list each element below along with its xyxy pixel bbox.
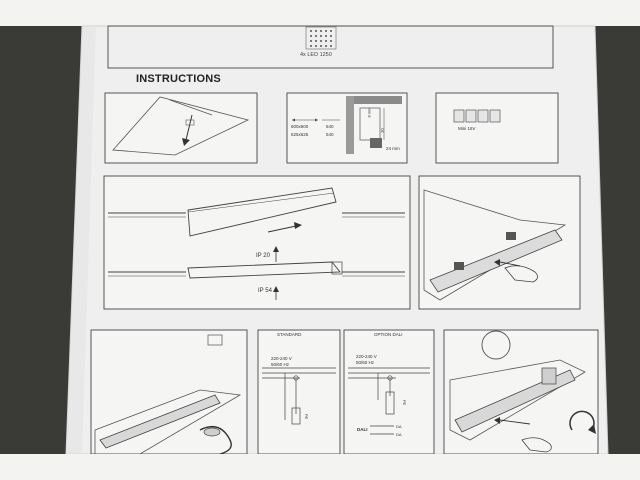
right-arrow-icon: [294, 222, 302, 229]
photo-top-edge: [0, 0, 640, 26]
flat-panel-lower: [187, 261, 341, 279]
panel-installation: [103, 175, 411, 310]
panel-badges: [435, 92, 559, 164]
hand-icon: [504, 265, 538, 283]
reference-label: 4x LED 1250: [300, 52, 332, 58]
up-arrow-icon-b: [273, 286, 279, 292]
ip-rating-upper: IP 20: [256, 253, 270, 259]
terminal-block-dali: [385, 391, 395, 415]
dimension-value-b: 540: [326, 132, 334, 137]
led-grid-icon: [310, 30, 332, 47]
wiring-standard-frequency: 50/60 Hz: [271, 362, 290, 367]
wiring-standard-earth: PE: [304, 413, 310, 420]
wiring-dali-voltage: 220-240 V: [356, 354, 377, 359]
dimension-size-b: 625x625: [291, 132, 309, 137]
profile-hatch: [346, 96, 402, 104]
wiring-dali-title: OPTION DALI: [374, 332, 403, 337]
wiring-dali-earth: PE: [402, 399, 408, 406]
wiring-dali-frequency: 50/60 Hz: [356, 360, 375, 365]
dimension-height: 8 mm: [366, 107, 372, 118]
instructions-heading: INSTRUCTIONS: [136, 73, 221, 85]
cable-icon: [199, 426, 232, 455]
badge-label: Mini 16V: [458, 126, 476, 131]
magnifier-icon: [481, 330, 511, 360]
led-grid-frame: [305, 26, 337, 50]
badge-strip-icon: [453, 109, 501, 123]
wiring-standard-title: STANDARD: [277, 332, 302, 337]
ip-rating-lower: IP 54: [258, 288, 272, 294]
left-arrow-icon: [494, 259, 500, 266]
tilted-panel-upper: [187, 187, 337, 237]
terminal-block-standard: [291, 407, 301, 425]
down-arrow-icon: [182, 138, 190, 146]
wiring-dali-terminal-b: DA: [396, 432, 402, 437]
dimension-size-a: 600x600: [291, 124, 309, 129]
ceiling-tile-sketch: [112, 96, 250, 156]
wiring-dali-terminal-a: DA: [396, 424, 402, 429]
wiring-dali-control: DALI: [357, 427, 368, 432]
dimension-value-a: 540: [326, 124, 334, 129]
reference-box: [107, 25, 554, 69]
panel-wiring-standard: [257, 329, 341, 455]
paper-shadow: [66, 26, 96, 454]
up-arrow-icon-a: [273, 246, 279, 252]
dimension-side: 24 mm: [386, 146, 400, 151]
left-arrow-icon-b: [494, 417, 500, 424]
hand-icon-b: [521, 437, 552, 453]
rotate-arrow-icon: [569, 410, 595, 431]
dimension-depth: 30: [379, 128, 385, 133]
photo-bottom-edge: [0, 454, 640, 480]
wiring-standard-voltage: 220-240 V: [271, 356, 292, 361]
